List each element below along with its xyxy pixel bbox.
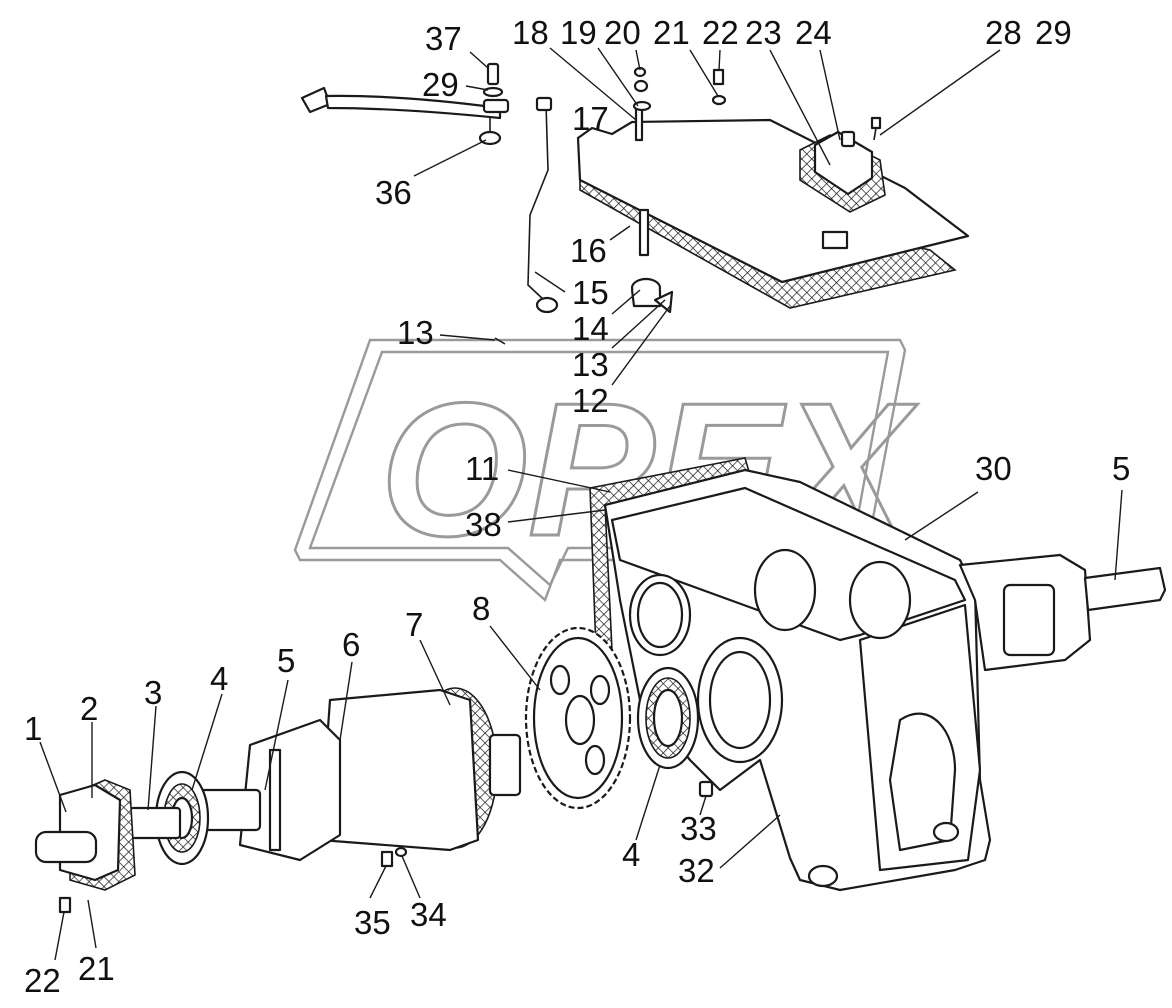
small-parts-12-15 [494, 277, 674, 345]
callout-20: 20 [604, 14, 641, 51]
callout-22-bottom: 22 [24, 962, 61, 999]
callout-19: 19 [560, 14, 597, 51]
callout-28: 28 [985, 14, 1022, 51]
shift-lever [300, 62, 510, 146]
callout-8: 8 [472, 590, 490, 627]
callout-11: 11 [465, 450, 499, 487]
leader-lines [39, 47, 1123, 961]
callout-34: 34 [410, 896, 447, 933]
callout-4-left: 4 [210, 660, 228, 697]
callout-16: 16 [570, 232, 607, 269]
callout-30: 30 [975, 450, 1012, 487]
callout-24: 24 [795, 14, 832, 51]
callout-33: 33 [680, 810, 717, 847]
callout-21: 21 [653, 14, 690, 51]
left-shaft-assembly [34, 687, 714, 914]
top-fasteners [633, 66, 882, 141]
callout-3: 3 [144, 674, 162, 711]
callout-32: 32 [678, 852, 715, 889]
callout-38: 38 [465, 506, 502, 543]
callout-7: 7 [405, 606, 423, 643]
callout-18: 18 [512, 14, 549, 51]
right-output-housing [958, 553, 1167, 672]
callout-4-center: 4 [622, 836, 640, 873]
callout-29-top: 29 [1035, 14, 1072, 51]
callout-22: 22 [702, 14, 739, 51]
gear-8 [524, 626, 632, 810]
callout-23: 23 [745, 14, 782, 51]
callout-1: 1 [24, 710, 42, 747]
callout-13-left: 13 [397, 314, 434, 351]
top-cover-assembly [576, 100, 970, 309]
callout-13-right: 13 [572, 346, 609, 383]
callout-14: 14 [572, 310, 609, 347]
callout-29: 29 [422, 66, 459, 103]
callout-37: 37 [425, 20, 462, 57]
callout-17: 17 [572, 100, 609, 137]
callout-35: 35 [354, 904, 391, 941]
callout-labels: 37 29 36 18 19 20 21 22 23 24 28 29 17 1… [24, 14, 1130, 999]
callout-5-right: 5 [1112, 450, 1130, 487]
bearing-4-center [636, 666, 700, 770]
shift-rod [527, 96, 559, 314]
callout-36: 36 [375, 174, 412, 211]
callout-21-bottom: 21 [78, 950, 115, 987]
callout-15: 15 [572, 274, 609, 311]
callout-5-left: 5 [277, 642, 295, 679]
main-housing [589, 457, 992, 892]
callout-2: 2 [80, 690, 98, 727]
callout-12: 12 [572, 382, 609, 419]
callout-6: 6 [342, 626, 360, 663]
